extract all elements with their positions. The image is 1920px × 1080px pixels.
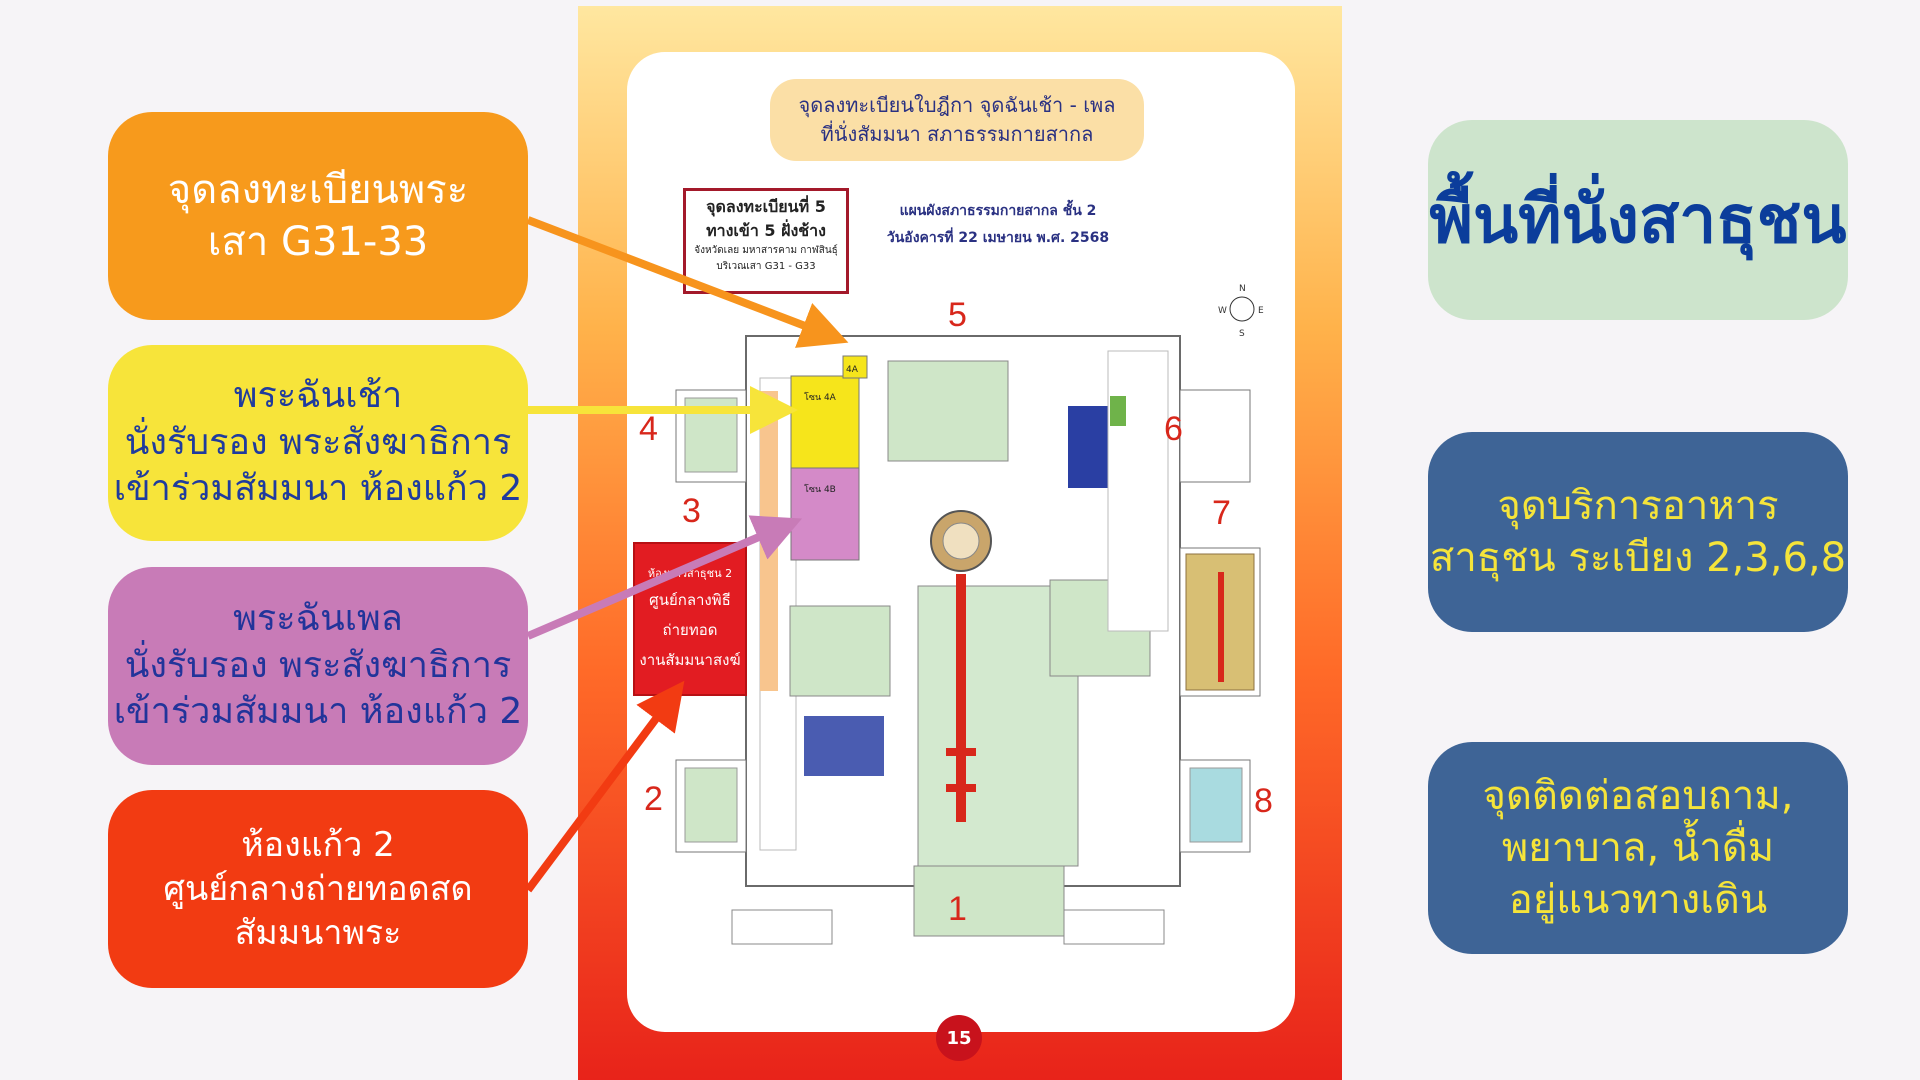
gate-5-label: 5 [948,296,967,334]
plan-heading-line: แผนผังสภาธรรมกายสากล ชั้น 2 [899,203,1097,219]
gate-6-label: 6 [1164,410,1183,448]
floor-plan-drawing: N S E W โซน 4A โซน 4B 4A [675,284,1264,945]
callout-line: ศูนย์กลางถ่ายทอดสด [163,868,473,909]
gate-1-label: 1 [948,890,967,928]
plan-heading-line: วันอังคารที่ 22 เมษายน พ.ศ. 2568 [886,229,1110,246]
callout-info-point: จุดติดต่อสอบถาม, พยาบาล, น้ำดื่ม อยู่แนว… [1428,742,1848,954]
callout-public-seating: พื้นที่นั่งสาธุชน [1428,120,1848,320]
compass-w: W [1218,306,1227,316]
callout-food-service: จุดบริการอาหาร สาธุชน ระเบียง 2,3,6,8 [1428,432,1848,632]
callout-line: นั่งรับรอง พระสังฆาธิการ [124,421,512,463]
poster-title: จุดลงทะเบียนใบฎีกา จุดฉันเช้า - เพล ที่น… [770,79,1144,161]
callout-line: จุดลงทะเบียนพระ [167,167,469,213]
gate-2-label: 2 [644,780,663,818]
zone-4a-tag: 4A [846,365,859,375]
callout-line: สัมมนาพระ [234,913,402,954]
callout-line: พระฉันเพล [233,597,403,639]
callout-line: เข้าร่วมสัมมนา ห้องแก้ว 2 [113,691,523,733]
broadcast-room-line: งานสัมมนาสงฆ์ [639,651,741,669]
broadcast-room-line: ศูนย์กลางพิธี [649,591,731,609]
registration-provinces: จังหวัดเลย มหาสารคาม กาฬสินธุ์ [694,245,838,256]
zone-4b-label: โซน 4B [804,484,836,495]
registration-title: จุดลงทะเบียนที่ 5 [706,197,826,216]
broadcast-room-line: ถ่ายทอด [662,621,718,639]
callout-line: พระฉันเช้า [233,374,403,416]
broadcast-room-line: ห้องแก้วสาธุชน 2 [647,567,733,580]
callout-monk-registration: จุดลงทะเบียนพระ เสา G31-33 [108,112,528,320]
callout-line: สาธุชน ระเบียง 2,3,6,8 [1429,535,1847,581]
poster-title-line: ที่นั่งสัมมนา สภาธรรมกายสากล [820,122,1094,146]
compass-n: N [1239,284,1246,294]
gate-4-label: 4 [639,410,658,448]
callout-line: จุดติดต่อสอบถาม, [1482,773,1794,819]
callout-line: จุดบริการอาหาร [1497,483,1779,529]
registration-pillars: บริเวณเสา G31 - G33 [716,261,816,272]
poster-title-line: จุดลงทะเบียนใบฎีกา จุดฉันเช้า - เพล [798,93,1116,117]
gate-7-label: 7 [1212,494,1231,532]
broadcast-room-marker: ห้องแก้วสาธุชน 2 ศูนย์กลางพิธี ถ่ายทอด ง… [633,542,747,696]
registration-entrance: ทางเข้า 5 ฝั่งช้าง [706,221,826,240]
callout-line: พยาบาล, น้ำดื่ม [1501,825,1775,871]
callout-morning-meal: พระฉันเช้า นั่งรับรอง พระสังฆาธิการ เข้า… [108,345,528,541]
callout-line: อยู่แนวทางเดิน [1508,877,1768,923]
callout-line: เสา G31-33 [207,219,429,265]
gate-3-label: 3 [682,492,701,530]
floor-plan-poster: N S E W โซน 4A โซน 4B 4A จุดลงทะเบียนใบฎ… [578,6,1342,1080]
gate-8-label: 8 [1254,782,1273,820]
callout-line: นั่งรับรอง พระสังฆาธิการ [124,644,512,686]
callout-noon-meal: พระฉันเพล นั่งรับรอง พระสังฆาธิการ เข้าร… [108,567,528,765]
registration-point-box: จุดลงทะเบียนที่ 5 ทางเข้า 5 ฝั่งช้าง จัง… [683,188,849,294]
zone-4a-label: โซน 4A [804,392,837,403]
callout-line: เข้าร่วมสัมมนา ห้องแก้ว 2 [113,468,523,510]
plan-heading: แผนผังสภาธรรมกายสากล ชั้น 2 วันอังคารที่… [858,198,1138,251]
compass-s: S [1239,329,1245,339]
callout-live-broadcast-room: ห้องแก้ว 2 ศูนย์กลางถ่ายทอดสด สัมมนาพระ [108,790,528,988]
page-number: 15 [936,1015,982,1061]
compass-e: E [1258,306,1264,316]
callout-line: ห้องแก้ว 2 [241,824,395,865]
callout-line: พื้นที่นั่งสาธุชน [1429,181,1847,259]
